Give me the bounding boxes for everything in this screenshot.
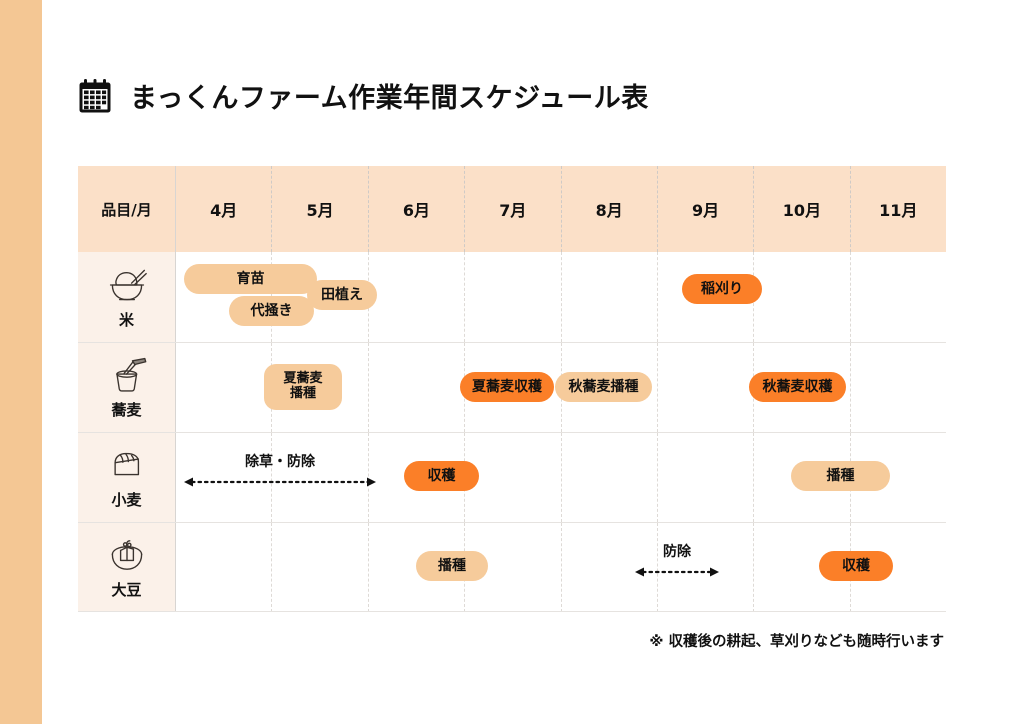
task-bar[interactable]: 秋蕎麦播種 (555, 372, 652, 402)
page-title: まっくんファーム作業年間スケジュール表 (130, 83, 649, 114)
task-bar[interactable]: 稲刈り (682, 274, 762, 304)
item-cell-wheat: 小麦 (78, 433, 176, 522)
soba-bowl-icon (106, 355, 148, 395)
table-row: 米 育苗 代掻き 田植え 稲刈り (78, 252, 946, 342)
duration-arrow-label: 除草・防除 (245, 454, 315, 470)
table-row: 蕎麦 夏蕎麦 播種 夏蕎麦収穫 秋蕎麦播種 秋蕎麦収穫 (78, 342, 946, 432)
row-buckwheat-track: 夏蕎麦 播種 夏蕎麦収穫 秋蕎麦播種 秋蕎麦収穫 (176, 343, 946, 432)
month-header-cells: 4月 5月 6月 7月 8月 9月 10月 11月 (176, 166, 946, 252)
tofu-bowl-icon (106, 535, 148, 575)
task-bar[interactable]: 夏蕎麦収穫 (460, 372, 554, 402)
item-label-buckwheat: 蕎麦 (111, 401, 142, 419)
row-wheat-track: 除草・防除 収穫 播種 (176, 433, 946, 522)
duration-arrow: 除草・防除 (184, 453, 376, 493)
table-row: 小麦 除草・防除 収穫 播種 (78, 432, 946, 522)
item-cell-buckwheat: 蕎麦 (78, 343, 176, 432)
task-bar[interactable]: 播種 (791, 461, 890, 491)
item-label-wheat: 小麦 (111, 491, 142, 509)
duration-arrow-label: 防除 (663, 544, 691, 560)
month-header-6: 6月 (369, 166, 466, 252)
item-column-header: 品目/月 (78, 166, 176, 252)
month-header-11: 11月 (879, 201, 918, 220)
task-bar-line1: 夏蕎麦 (283, 371, 323, 387)
task-bar[interactable]: 育苗 (184, 264, 317, 294)
footnote: ※ 収穫後の耕起、草刈りなども随時行います (649, 634, 944, 650)
month-header-4: 4月 (176, 166, 273, 252)
row-rice-track: 育苗 代掻き 田植え 稲刈り (176, 252, 946, 342)
table-header-row: 品目/月 4月 5月 6月 7月 8月 9月 10月 11月 (78, 166, 946, 252)
month-header-5: 5月 (272, 166, 369, 252)
item-column-header-label: 品目/月 (101, 200, 152, 219)
task-bar-line2: 播種 (289, 386, 316, 401)
duration-arrow: 防除 (635, 543, 719, 583)
month-header-10: 10月 (754, 166, 851, 252)
task-bar[interactable]: 収穫 (404, 461, 479, 491)
page-header: まっくんファーム作業年間スケジュール表 (78, 76, 649, 115)
left-accent-strip (0, 0, 42, 724)
task-bar[interactable]: 田植え (307, 280, 377, 310)
item-label-soybean: 大豆 (111, 581, 142, 599)
month-header-7: 7月 (465, 166, 562, 252)
task-bar[interactable]: 夏蕎麦 播種 (264, 364, 342, 410)
bread-loaf-icon (106, 445, 148, 485)
month-header-8: 8月 (562, 166, 658, 252)
task-bar[interactable]: 収穫 (819, 551, 893, 581)
item-label-rice: 米 (118, 310, 134, 329)
item-cell-soybean: 大豆 (78, 523, 176, 612)
calendar-icon (78, 78, 112, 114)
item-cell-rice: 米 (78, 252, 176, 342)
table-row: 大豆 播種 防除 収穫 (78, 522, 946, 612)
task-bar[interactable]: 播種 (416, 551, 488, 581)
row-soybean-track: 播種 防除 収穫 (176, 523, 946, 612)
task-bar[interactable]: 代掻き (229, 296, 314, 326)
schedule-table: 品目/月 4月 5月 6月 7月 8月 9月 10月 11月 (78, 166, 946, 614)
month-header-9: 9月 (658, 166, 755, 252)
task-bar[interactable]: 秋蕎麦収穫 (749, 372, 846, 402)
rice-bowl-icon (106, 265, 148, 305)
table-bottom-border (78, 611, 946, 612)
